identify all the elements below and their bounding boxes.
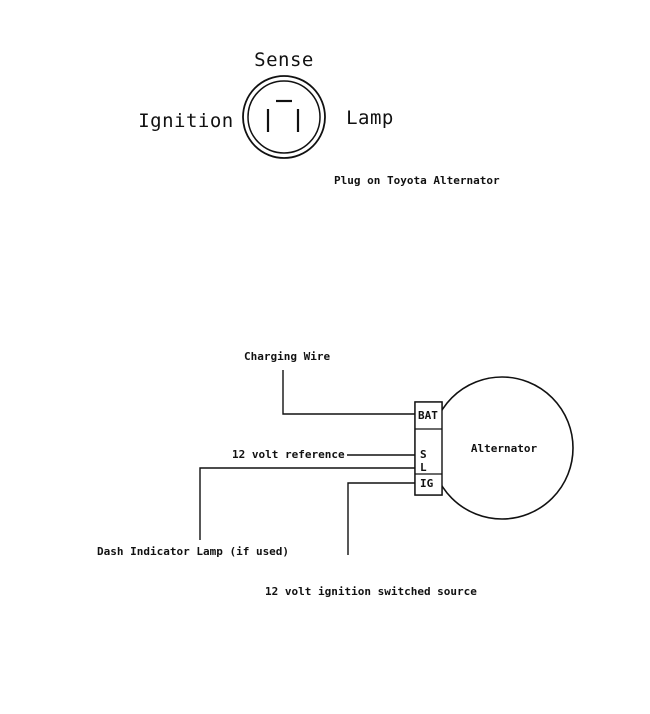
dash-lamp-wire	[199, 467, 415, 540]
alternator-label: Alternator	[471, 442, 538, 455]
ignition-source-wire	[347, 482, 415, 555]
charging-wire	[282, 370, 415, 415]
terminal-block-front	[414, 401, 443, 496]
dash-lamp-label: Dash Indicator Lamp (if used)	[97, 545, 289, 558]
plug-caption: Plug on Toyota Alternator	[334, 174, 500, 187]
ignition-source-label: 12 volt ignition switched source	[265, 585, 477, 598]
alternator-plug-icon	[242, 75, 326, 159]
sense-label: Sense	[254, 49, 314, 71]
lamp-label: Lamp	[346, 107, 394, 129]
terminal-ig-label: IG	[420, 477, 434, 490]
terminal-bat-label: BAT	[418, 409, 438, 422]
ignition-label: Ignition	[138, 110, 234, 132]
reference-label: 12 volt reference	[232, 448, 345, 461]
charging-wire-label: Charging Wire	[244, 350, 330, 363]
terminal-l-label: L	[420, 461, 427, 474]
terminal-s-label: S	[420, 448, 427, 461]
